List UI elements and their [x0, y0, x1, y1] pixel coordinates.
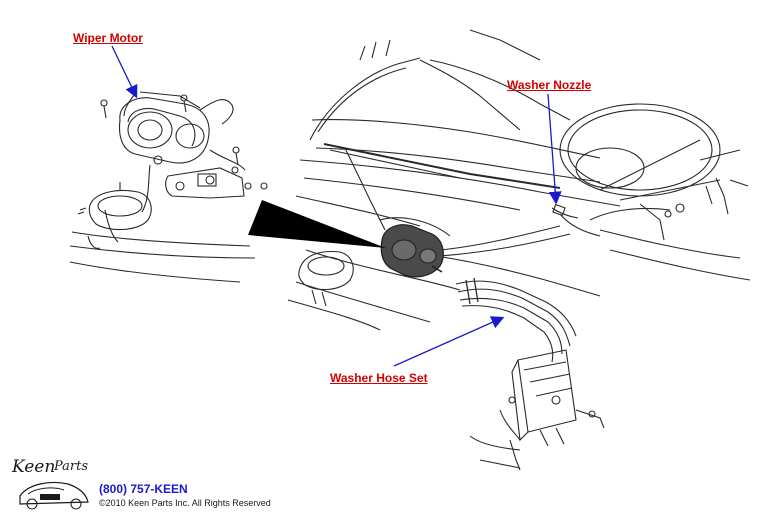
washer-hose-arrow	[393, 316, 505, 367]
keen-parts-logo: Keen Parts	[11, 457, 89, 510]
callout-arrows	[111, 45, 562, 367]
svg-text:Keen: Keen	[11, 457, 55, 477]
svg-text:Parts: Parts	[53, 459, 88, 474]
washer-nozzle-arrow	[547, 93, 562, 205]
phone-number[interactable]: (800) 757-KEEN	[99, 482, 188, 496]
wiper-motor-inset	[69, 91, 268, 283]
wiper-motor-arrow	[111, 45, 138, 99]
wiper-motor-installed	[380, 224, 444, 278]
washer-hose-set-label[interactable]: Washer Hose Set	[330, 371, 428, 385]
callout-wedge	[248, 200, 386, 248]
washer-nozzle-label[interactable]: Washer Nozzle	[507, 78, 592, 92]
wiper-motor-label[interactable]: Wiper Motor	[73, 31, 143, 45]
copyright-notice: ©2010 Keen Parts Inc. All Rights Reserve…	[99, 498, 271, 508]
dashboard-assembly	[287, 29, 751, 331]
washer-hoses	[455, 203, 605, 471]
